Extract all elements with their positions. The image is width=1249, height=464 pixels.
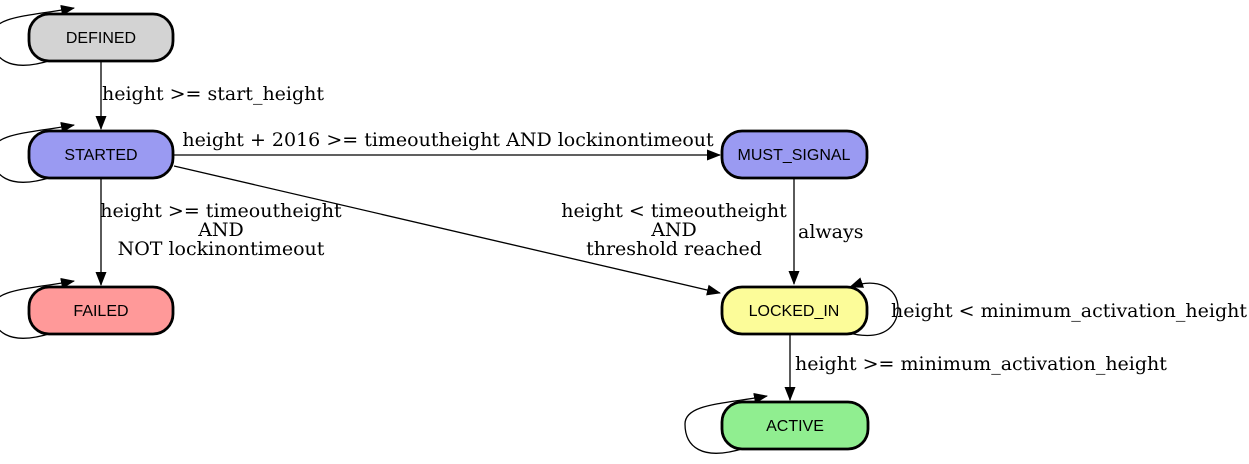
edge-started-self-loop	[0, 121, 75, 183]
edge-failed-self-loop	[0, 277, 75, 339]
state-defined-label: DEFINED	[66, 30, 136, 47]
state-must-signal-label: MUST_SIGNAL	[738, 147, 851, 164]
edge-started-to-locked-in	[173, 165, 721, 296]
state-defined-box	[27, 12, 175, 63]
state-failed: FAILED	[27, 285, 175, 336]
edge-label-started-to-failed-line1: height >= timeoutheight	[100, 200, 342, 222]
state-locked-in: LOCKED_IN	[720, 285, 869, 336]
state-started: STARTED	[27, 129, 175, 180]
state-must-signal: MUST_SIGNAL	[720, 129, 869, 180]
state-active-label: ACTIVE	[766, 418, 824, 435]
edge-label-locked-in-self-loop: height < minimum_activation_height	[891, 300, 1247, 322]
state-active: ACTIVE	[720, 400, 870, 451]
edge-label-must-signal-to-locked-in: always	[798, 221, 863, 243]
state-defined: DEFINED	[27, 12, 175, 63]
edge-label-defined-to-started: height >= start_height	[102, 83, 324, 105]
state-locked-in-label: LOCKED_IN	[749, 303, 840, 320]
edge-label-started-to-locked-in-line3: threshold reached	[586, 238, 762, 260]
edge-label-started-to-locked-in-line2: AND	[650, 219, 697, 241]
state-must-signal-box	[720, 129, 869, 180]
edge-defined-self-loop	[0, 4, 75, 66]
state-failed-box	[27, 285, 175, 336]
edge-label-started-to-failed-line2: AND	[197, 219, 244, 241]
edge-locked-in-self-loop	[844, 277, 899, 337]
state-active-box	[720, 400, 870, 451]
state-locked-in-box	[720, 285, 869, 336]
edge-label-locked-in-to-active: height >= minimum_activation_height	[795, 353, 1167, 375]
edge-label-started-to-locked-in-line1: height < timeoutheight	[561, 200, 787, 222]
edge-active-self-loop	[684, 392, 768, 454]
edge-label-started-to-failed-line3: NOT lockinontimeout	[118, 238, 325, 260]
state-started-label: STARTED	[64, 147, 137, 164]
state-started-box	[27, 129, 175, 180]
state-failed-label: FAILED	[73, 303, 128, 320]
edge-label-started-to-must-signal: height + 2016 >= timeoutheight AND locki…	[182, 129, 714, 151]
